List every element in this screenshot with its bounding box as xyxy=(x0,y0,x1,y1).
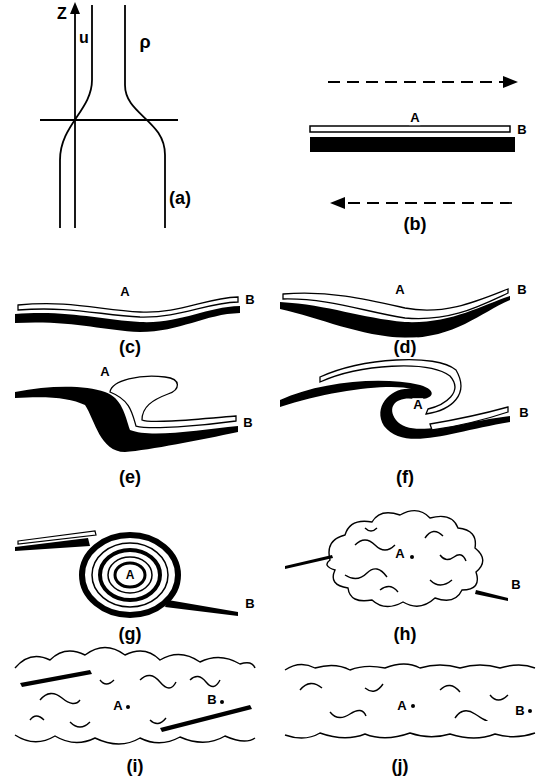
eddy xyxy=(440,685,460,692)
eddy xyxy=(140,675,176,688)
point-marker xyxy=(220,700,224,704)
eddy xyxy=(40,693,80,703)
light-layer xyxy=(18,531,96,544)
velocity-profile xyxy=(60,5,92,228)
dark-layer xyxy=(20,670,92,687)
eddy xyxy=(365,684,383,691)
light-layer xyxy=(110,376,236,427)
light-layer xyxy=(18,297,238,317)
axis-label: Z xyxy=(56,6,68,23)
point-marker xyxy=(528,709,532,713)
axis-label: ρ xyxy=(138,33,151,52)
turbulent-layer xyxy=(15,648,255,745)
point-label: B xyxy=(516,283,527,297)
point-label: A xyxy=(409,111,420,125)
arrowhead xyxy=(503,76,518,88)
layer-boundary xyxy=(15,648,255,669)
arrowhead xyxy=(330,197,345,209)
eddy xyxy=(490,695,508,700)
point-label: B xyxy=(516,123,527,137)
interface-line xyxy=(40,119,178,121)
point-label: A xyxy=(394,283,405,297)
dark-layer xyxy=(310,137,515,152)
panel-label: (b) xyxy=(403,215,428,234)
dark-layer xyxy=(285,555,333,569)
panel-label: (i) xyxy=(126,757,145,776)
point-label: B xyxy=(206,693,217,707)
point-label: A xyxy=(119,285,130,299)
point-label: B xyxy=(244,597,255,611)
dark-layer xyxy=(15,306,240,332)
eddy xyxy=(330,710,366,717)
mixed-layer xyxy=(285,664,535,738)
turbulent-billow xyxy=(327,511,483,607)
profile-plot xyxy=(40,5,178,228)
point-label: A xyxy=(125,569,136,582)
eddy xyxy=(425,531,443,538)
eddy xyxy=(70,722,90,727)
dark-layer xyxy=(280,381,510,439)
point-label: B xyxy=(244,293,255,307)
flow-arrow xyxy=(328,81,505,83)
light-layer xyxy=(310,126,510,132)
eddy xyxy=(455,711,487,721)
eddy xyxy=(150,718,166,724)
spiral-ring xyxy=(108,557,152,593)
eddy xyxy=(30,716,44,720)
layer-boundary xyxy=(15,735,255,744)
layer-boundary xyxy=(285,664,535,670)
density-profile xyxy=(125,5,165,228)
axis-arrowhead xyxy=(70,2,80,14)
point-label: A xyxy=(396,699,407,713)
layer-boundary xyxy=(285,733,535,738)
point-label: B xyxy=(514,704,525,718)
axis-label: u xyxy=(78,30,90,47)
eddy xyxy=(100,680,114,684)
point-marker xyxy=(126,705,130,709)
eddy xyxy=(355,540,395,550)
light-layer xyxy=(320,360,461,414)
point-marker xyxy=(411,704,415,708)
eddy xyxy=(380,586,398,592)
eddy xyxy=(190,676,220,686)
dark-layer xyxy=(160,705,252,732)
dark-layer xyxy=(475,590,508,601)
point-label: A xyxy=(99,365,110,379)
panel-label: (f) xyxy=(395,468,415,487)
flow-arrow xyxy=(345,202,512,204)
panel-label: (d) xyxy=(393,338,418,357)
spiral-ring xyxy=(100,550,160,600)
eddy xyxy=(430,580,452,585)
eddy xyxy=(345,569,387,579)
panel-label: (a) xyxy=(168,189,192,208)
point-label: B xyxy=(510,578,521,592)
spiral-ring xyxy=(115,563,145,587)
dark-layer xyxy=(165,600,238,616)
spiral-ring xyxy=(82,535,178,615)
point-label: A xyxy=(394,547,405,561)
eddy xyxy=(365,528,377,531)
panel-label: (h) xyxy=(393,625,418,644)
light-layer xyxy=(430,407,508,430)
eddy xyxy=(440,555,466,561)
point-label: A xyxy=(412,398,423,412)
billow-outline xyxy=(327,511,483,607)
panel-label: (j) xyxy=(391,757,410,776)
panel-label: (e) xyxy=(118,468,142,487)
point-label: A xyxy=(112,699,123,713)
eddy xyxy=(300,683,322,690)
spiral-ring xyxy=(92,543,168,607)
point-marker xyxy=(410,555,414,559)
panel-label: (c) xyxy=(118,338,142,357)
panel-label: (g) xyxy=(118,625,143,644)
point-label: B xyxy=(518,406,529,420)
point-label: B xyxy=(242,416,253,430)
spiral-billow xyxy=(82,535,178,615)
